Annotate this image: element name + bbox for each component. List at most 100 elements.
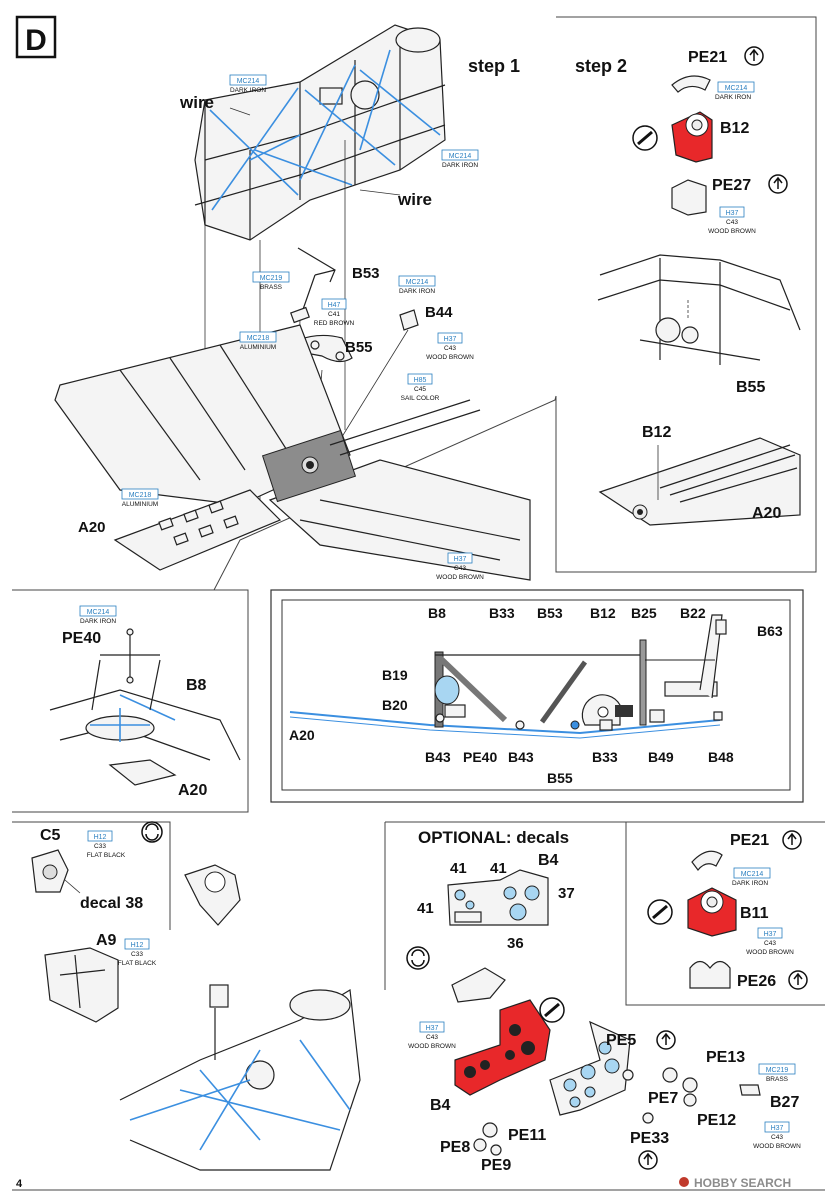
optional-decals-title: OPTIONAL: decals	[418, 828, 569, 847]
label-pe9: PE9	[481, 1157, 511, 1174]
label-pe7: PE7	[648, 1090, 678, 1107]
svg-text:MC214: MC214	[725, 85, 748, 92]
paint-brush-icon-b4	[539, 997, 565, 1023]
watermark-text: HOBBY SEARCH	[694, 1176, 791, 1190]
up-arrow-icon	[793, 972, 803, 985]
decal-41-b: 41	[490, 860, 507, 877]
svg-text:H37: H37	[454, 556, 467, 563]
paint-mc219-pe13: MC219 BRASS	[758, 1063, 796, 1083]
label-b20: B20	[382, 697, 408, 713]
section-letter-box: D	[15, 15, 57, 59]
label-a20-side: A20	[289, 727, 315, 743]
svg-text:ALUMINIUM: ALUMINIUM	[240, 344, 276, 351]
up-arrow-icon	[661, 1032, 671, 1045]
label-pe8: PE8	[440, 1139, 470, 1156]
label-b44: B44	[425, 304, 453, 321]
svg-text:WOOD BROWN: WOOD BROWN	[753, 1143, 801, 1150]
wire-label-1: wire	[179, 93, 214, 112]
label-b19: B19	[382, 667, 408, 683]
svg-text:FLAT BLACK: FLAT BLACK	[87, 852, 126, 859]
small-pe-parts	[473, 1030, 761, 1170]
svg-text:H12: H12	[94, 834, 107, 841]
watermark: HOBBY SEARCH	[679, 1176, 791, 1190]
part-pe27	[671, 179, 707, 216]
svg-text:WOOD BROWN: WOOD BROWN	[426, 354, 474, 361]
svg-text:DARK IRON: DARK IRON	[442, 162, 478, 169]
up-arrow-icon	[773, 176, 783, 189]
step1-title: step 1	[468, 56, 520, 76]
rigging-wires	[209, 49, 441, 211]
step2-cockpit-detail	[597, 254, 801, 365]
paint-mc214-right: MC214 DARK IRON	[441, 149, 479, 169]
label-b48: B48	[708, 749, 734, 765]
label-b49: B49	[648, 749, 674, 765]
svg-text:MC219: MC219	[260, 275, 283, 282]
svg-text:C43: C43	[426, 1034, 438, 1041]
label-b43-right: B43	[508, 749, 534, 765]
svg-text:FLAT BLACK: FLAT BLACK	[118, 960, 157, 967]
label-b25: B25	[631, 605, 657, 621]
label-pe11: PE11	[508, 1127, 546, 1144]
svg-text:MC219: MC219	[766, 1067, 789, 1074]
svg-text:MC218: MC218	[247, 335, 270, 342]
label-a9: A9	[96, 932, 117, 949]
svg-text:DARK IRON: DARK IRON	[732, 880, 768, 887]
paint-h85: H85 C45 SAIL COLOR	[401, 373, 440, 402]
svg-text:MC218: MC218	[129, 492, 152, 499]
svg-text:BRASS: BRASS	[260, 284, 283, 291]
paint-mc214-b11: MC214 DARK IRON	[732, 867, 771, 887]
paint-mc218-top: MC218 ALUMINIUM	[239, 331, 277, 351]
label-pe5: PE5	[606, 1032, 636, 1049]
label-a20-detail: A20	[178, 782, 207, 799]
instrument-panel-pe	[549, 1020, 631, 1116]
lower-cockpit-assembly	[119, 864, 361, 1171]
svg-text:H37: H37	[726, 210, 739, 217]
label-decal38: decal 38	[80, 895, 143, 912]
svg-text:DARK IRON: DARK IRON	[230, 87, 266, 94]
label-b55-side: B55	[547, 770, 573, 786]
part-pe26	[689, 960, 731, 989]
paint-h37-b4: H37 C43 WOOD BROWN	[408, 1021, 456, 1050]
label-b53: B53	[352, 265, 380, 282]
svg-text:DARK IRON: DARK IRON	[399, 288, 435, 295]
side-view-assembly	[289, 614, 727, 739]
paint-mc214-step2: MC214 DARK IRON	[715, 81, 755, 101]
svg-text:H37: H37	[764, 931, 777, 938]
label-b63: B63	[757, 623, 783, 639]
paint-h37-b44: H37 C43 WOOD BROWN	[426, 332, 474, 361]
svg-text:C43: C43	[764, 940, 776, 947]
part-b12-red	[671, 111, 713, 163]
svg-text:WOOD BROWN: WOOD BROWN	[708, 228, 756, 235]
svg-text:DARK IRON: DARK IRON	[715, 94, 751, 101]
svg-text:C33: C33	[94, 843, 106, 850]
svg-text:MC214: MC214	[449, 153, 472, 160]
part-pe21-step2	[671, 75, 711, 93]
paint-mc218-floor: MC218 ALUMINIUM	[121, 488, 159, 508]
svg-text:H37: H37	[426, 1025, 439, 1032]
wire-label-2: wire	[397, 190, 432, 209]
up-arrow-icon	[787, 832, 797, 845]
step2-floor-detail	[598, 437, 801, 526]
svg-text:H37: H37	[444, 336, 457, 343]
paint-h12-a9: H12 C33 FLAT BLACK	[118, 938, 157, 967]
svg-text:MC214: MC214	[406, 279, 429, 286]
label-a20-step2: A20	[752, 505, 781, 522]
part-b11-red	[687, 887, 737, 937]
part-b55-pedals	[297, 334, 353, 363]
paint-mc219: MC219 BRASS	[252, 271, 290, 291]
svg-text:RED BROWN: RED BROWN	[314, 320, 355, 327]
paint-mc214-top: MC214 DARK IRON	[229, 74, 267, 94]
label-pe33: PE33	[630, 1130, 669, 1147]
label-b12-side: B12	[590, 605, 616, 621]
svg-text:C43: C43	[444, 345, 456, 352]
rotate-icon-c5	[141, 821, 163, 843]
up-arrow-icon	[749, 48, 759, 61]
step2-title: step 2	[575, 56, 627, 76]
svg-text:BRASS: BRASS	[766, 1076, 789, 1083]
svg-text:MC214: MC214	[741, 871, 764, 878]
part-b44	[399, 309, 419, 331]
label-pe26: PE26	[737, 973, 776, 990]
label-b33-bottom: B33	[592, 749, 618, 765]
label-b11: B11	[740, 905, 769, 922]
label-b4-decal: B4	[538, 852, 559, 869]
